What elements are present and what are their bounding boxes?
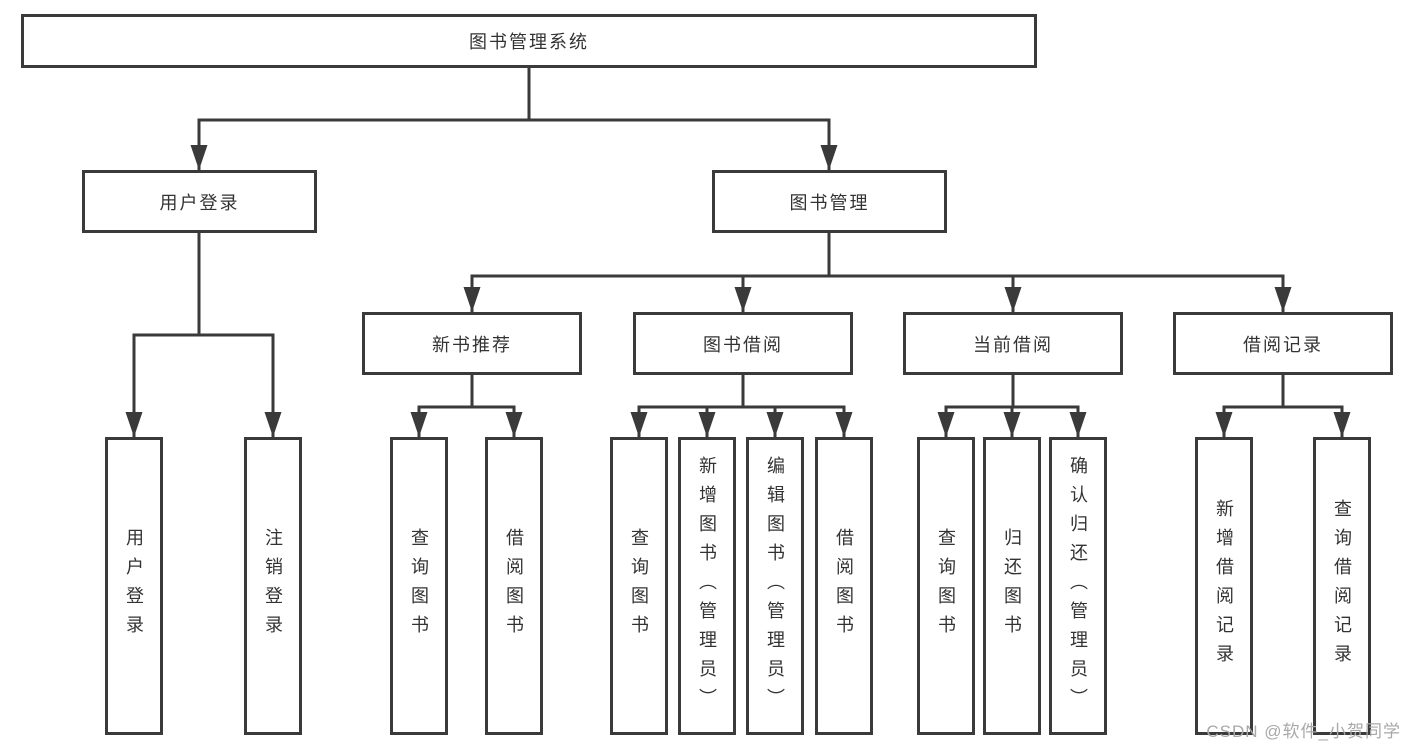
- node-label: 注销登录: [263, 528, 283, 644]
- connector-stems: [197, 66, 1285, 407]
- leaf-add-borrow-record: 新增借阅记录: [1195, 437, 1253, 735]
- connector-mgmt-to-cur-borrow: [829, 274, 1022, 312]
- node-label: 当前借阅: [973, 334, 1053, 355]
- connector-newrec-to-borrow: [472, 405, 523, 437]
- leaf-user-login: 用户登录: [105, 437, 163, 735]
- node-label: 查询图书: [936, 528, 956, 644]
- node-label: 借阅图书: [504, 528, 524, 644]
- node-label: 图书管理系统: [469, 32, 589, 52]
- watermark: CSDN @软件_小贺同学: [1206, 722, 1401, 741]
- node-label: 确认归还（管理员）: [1068, 455, 1088, 717]
- connector-curborrow-to-confirm: [1013, 405, 1087, 437]
- connector-root-to-user-login: [190, 118, 529, 170]
- connector-newrec-to-query: [410, 405, 472, 437]
- node-label: 新增借阅记录: [1214, 499, 1234, 673]
- connector-borrowrec-to-query: [1283, 405, 1351, 437]
- node-label: 借阅图书: [834, 528, 854, 644]
- node-label: 归还图书: [1002, 528, 1022, 644]
- leaf-query-books: 查询图书: [390, 437, 448, 735]
- leaf-return-books: 归还图书: [983, 437, 1041, 735]
- node-label: 新增图书（管理员）: [697, 455, 717, 717]
- node-user-login: 用户登录: [82, 170, 317, 233]
- node-label: 查询图书: [409, 528, 429, 644]
- connector-bookborrow-to-edit: [743, 405, 784, 437]
- node-label: 图书借阅: [703, 334, 783, 355]
- connector-borrowrec-to-add: [1215, 405, 1283, 437]
- leaf-confirm-return-admin: 确认归还（管理员）: [1049, 437, 1107, 735]
- leaf-borrow-books: 借阅图书: [485, 437, 543, 735]
- leaf-borrow-books: 借阅图书: [815, 437, 873, 735]
- node-book-management: 图书管理: [712, 170, 947, 233]
- connector-bookborrow-to-add: [698, 405, 743, 437]
- connector-root-to-book-mgmt: [529, 118, 838, 170]
- leaf-query-books: 查询图书: [917, 437, 975, 735]
- node-book-borrowing: 图书借阅: [633, 312, 853, 375]
- connector-mgmt-to-borrow-rec: [829, 274, 1292, 312]
- connector-curborrow-to-query: [937, 405, 1013, 437]
- connector-bookborrow-to-borrow: [743, 405, 853, 437]
- node-library-management-system: 图书管理系统: [21, 14, 1037, 68]
- connector-mgmt-to-book-borrow: [734, 274, 829, 312]
- connector-mgmt-to-new-rec: [463, 274, 829, 312]
- node-label: 查询借阅记录: [1332, 499, 1352, 673]
- node-label: 查询图书: [629, 528, 649, 644]
- node-label: 借阅记录: [1243, 334, 1323, 355]
- node-label: 用户登录: [159, 192, 240, 213]
- node-new-book-recommendation: 新书推荐: [362, 312, 582, 375]
- connector-userlogin-to-logout: [199, 333, 282, 437]
- node-label: 图书管理: [789, 192, 870, 213]
- leaf-logout: 注销登录: [244, 437, 302, 735]
- leaf-query-borrow-record: 查询借阅记录: [1313, 437, 1371, 735]
- connector-bookborrow-to-query: [630, 405, 743, 437]
- node-label: 新书推荐: [432, 334, 512, 355]
- leaf-add-books-admin: 新增图书（管理员）: [678, 437, 736, 735]
- node-label: 用户登录: [124, 528, 144, 644]
- node-borrowing-records: 借阅记录: [1173, 312, 1393, 375]
- leaf-query-books: 查询图书: [610, 437, 668, 735]
- connector-curborrow-to-return: [1003, 405, 1021, 437]
- leaf-edit-books-admin: 编辑图书（管理员）: [746, 437, 804, 735]
- node-label: 编辑图书（管理员）: [765, 455, 785, 717]
- connector-userlogin-to-login: [125, 333, 199, 437]
- node-current-borrowing: 当前借阅: [903, 312, 1123, 375]
